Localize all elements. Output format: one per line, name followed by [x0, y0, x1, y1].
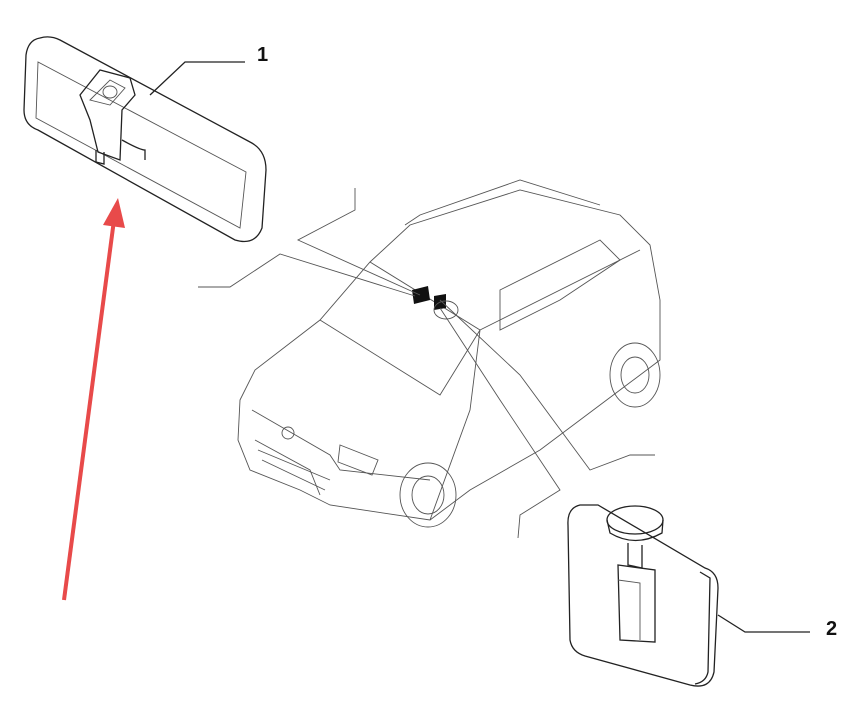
callout-label-2: 2 — [826, 618, 838, 640]
windshield-components — [412, 286, 459, 320]
callout-label-1: 1 — [257, 44, 269, 66]
rear-view-mirror — [23, 36, 267, 243]
red-arrow — [62, 198, 125, 601]
leader-line-2 — [717, 614, 810, 633]
rain-light-sensor — [567, 504, 719, 687]
car-illustration — [237, 179, 661, 528]
leader-line-1 — [149, 61, 245, 96]
leader-lines — [198, 188, 655, 539]
